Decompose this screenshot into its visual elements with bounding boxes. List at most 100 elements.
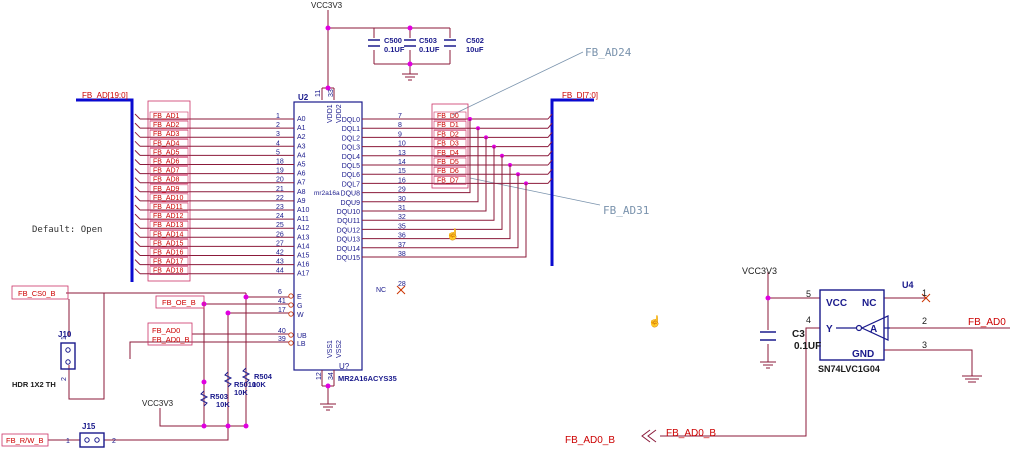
bus-entry	[134, 113, 141, 120]
default-open-note: Default: Open	[32, 225, 102, 235]
cs-net-box	[11, 285, 69, 300]
data-wire	[362, 183, 527, 258]
annotation-fb-ad24: FB_AD24	[585, 46, 632, 59]
u2-pin-name-a9: A9	[297, 198, 306, 205]
junction-dot	[325, 25, 331, 31]
bus-entry	[134, 268, 141, 275]
net-label-fb-ad5: FB_AD5	[153, 149, 180, 156]
u2-pin-number: 6	[278, 289, 282, 296]
u2-pin-number: 7	[398, 113, 402, 120]
u2-pin-name-dql6: DQL6	[342, 172, 360, 179]
data-wire	[362, 165, 511, 240]
hand-cursor-icon: ☝	[446, 227, 460, 241]
net-label-fb-d0: FB_D0	[437, 113, 459, 120]
cap-c503-ref: C503	[419, 36, 437, 45]
u2-pin-number: 14	[398, 159, 406, 166]
net-label-box	[433, 166, 467, 176]
u4-pin-nc-name: NC	[862, 298, 876, 309]
top-power-section	[321, 10, 451, 100]
net-label-box	[149, 202, 189, 212]
net-label-box	[149, 248, 189, 257]
bus-entry	[134, 186, 141, 193]
u2-data-pins: 7DQL0FB_D08DQL1FB_D19DQL2FB_D210DQL3FB_D…	[337, 111, 553, 262]
u2-pin-number: 26	[276, 231, 284, 238]
j15-pin-dot	[94, 437, 100, 443]
net-label-box	[149, 129, 189, 139]
u2-pin-name-dql3: DQL3	[342, 145, 360, 152]
net-label-fb-d4: FB_D4	[437, 150, 459, 157]
u2-pin-name-dql5: DQL5	[342, 163, 360, 170]
j10-pin1: 1	[61, 336, 68, 340]
u2-pin-name-dql1: DQL1	[342, 126, 360, 133]
net-label-box	[433, 148, 467, 158]
bus-entry	[547, 159, 553, 166]
resistor-symbols	[199, 367, 251, 407]
u2-pin-number: 23	[276, 204, 284, 211]
net-label-box	[149, 230, 189, 239]
right-net-group-box	[431, 103, 469, 189]
junction-dot	[765, 295, 771, 301]
data-wire	[362, 146, 495, 221]
cap-c502-ref: C502	[466, 36, 484, 45]
u2-pin-name-a1: A1	[297, 125, 306, 132]
u2-pin-number: 42	[276, 250, 284, 257]
u2-pin-number: 17	[278, 307, 286, 314]
bus-entry	[134, 159, 141, 165]
bus-entry	[134, 177, 141, 184]
u2-pin-number: 1	[276, 113, 280, 120]
net-label-fb-ad4: FB_AD4	[153, 140, 180, 147]
u2-ground	[320, 370, 336, 411]
u2-pin-number: 3	[276, 131, 280, 138]
u2-vss1-num: 12	[316, 372, 323, 380]
u2-pin-name-dqu12: DQU12	[337, 227, 360, 234]
net-label-box	[433, 111, 467, 121]
u4-pin-a-name: A	[870, 324, 877, 335]
j15-ref: J15	[82, 422, 96, 431]
res-r503-ref: R503	[210, 392, 228, 401]
u2-pin-name-dql7: DQL7	[342, 181, 360, 188]
u2-vss2-num: 34	[328, 372, 335, 380]
vcc-top-label: VCC3V3	[311, 1, 343, 10]
u2-pin-name-a7: A7	[297, 180, 306, 187]
c3-ref: C3	[792, 329, 805, 340]
u2-pin-name-a16: A16	[297, 262, 310, 269]
res-r5010-value: 10K	[234, 388, 248, 397]
bus-entry	[547, 132, 553, 138]
net-label-fb-ad11: FB_AD11	[153, 204, 183, 211]
active-low-bubble	[288, 332, 294, 338]
junction-dot	[325, 383, 331, 389]
net-label-fb-ad1: FB_AD1	[153, 113, 180, 120]
bus-entry	[134, 150, 141, 156]
u4-pin1-num: 1	[922, 288, 927, 298]
active-low-bubble	[288, 311, 294, 317]
u2-pin-number: 16	[398, 177, 406, 184]
vcc-left-label: VCC3V3	[142, 399, 174, 408]
net-label-box	[433, 139, 467, 148]
j15-pin-dot	[84, 437, 90, 443]
bus-lines	[76, 98, 594, 282]
u2-pin-name-dqu11: DQU11	[337, 218, 360, 225]
u2-pin-number: 43	[276, 259, 284, 266]
net-label-fb-d7: FB_D7	[437, 177, 459, 184]
u2-pin-number: 25	[276, 222, 284, 229]
left-net-group-box	[147, 100, 191, 282]
net-label-fb-d2: FB_D2	[437, 131, 459, 138]
junction-dot	[407, 25, 413, 31]
u2-vdd2-num: 33	[328, 89, 335, 97]
net-fb-ad0-b: FB_AD0_B	[152, 335, 190, 344]
net-label-box	[433, 157, 467, 167]
u2-pin-name-dqu8: DQU8	[341, 191, 361, 198]
u2-pin-name-w: W	[297, 312, 304, 319]
nc-x-mark	[396, 285, 406, 295]
u2-pin-name-a2: A2	[297, 134, 306, 141]
u4-nc-x-mark	[921, 293, 931, 303]
data-wire	[362, 174, 519, 249]
bus-entry	[547, 168, 553, 175]
data-wire	[362, 137, 487, 212]
j10-pin-dot	[65, 347, 71, 353]
u2-pin-number: 37	[398, 242, 406, 249]
u2-pin-number: 5	[276, 149, 280, 156]
u2-pin-name-a14: A14	[297, 243, 310, 250]
u2-pin-number: 30	[398, 196, 406, 203]
